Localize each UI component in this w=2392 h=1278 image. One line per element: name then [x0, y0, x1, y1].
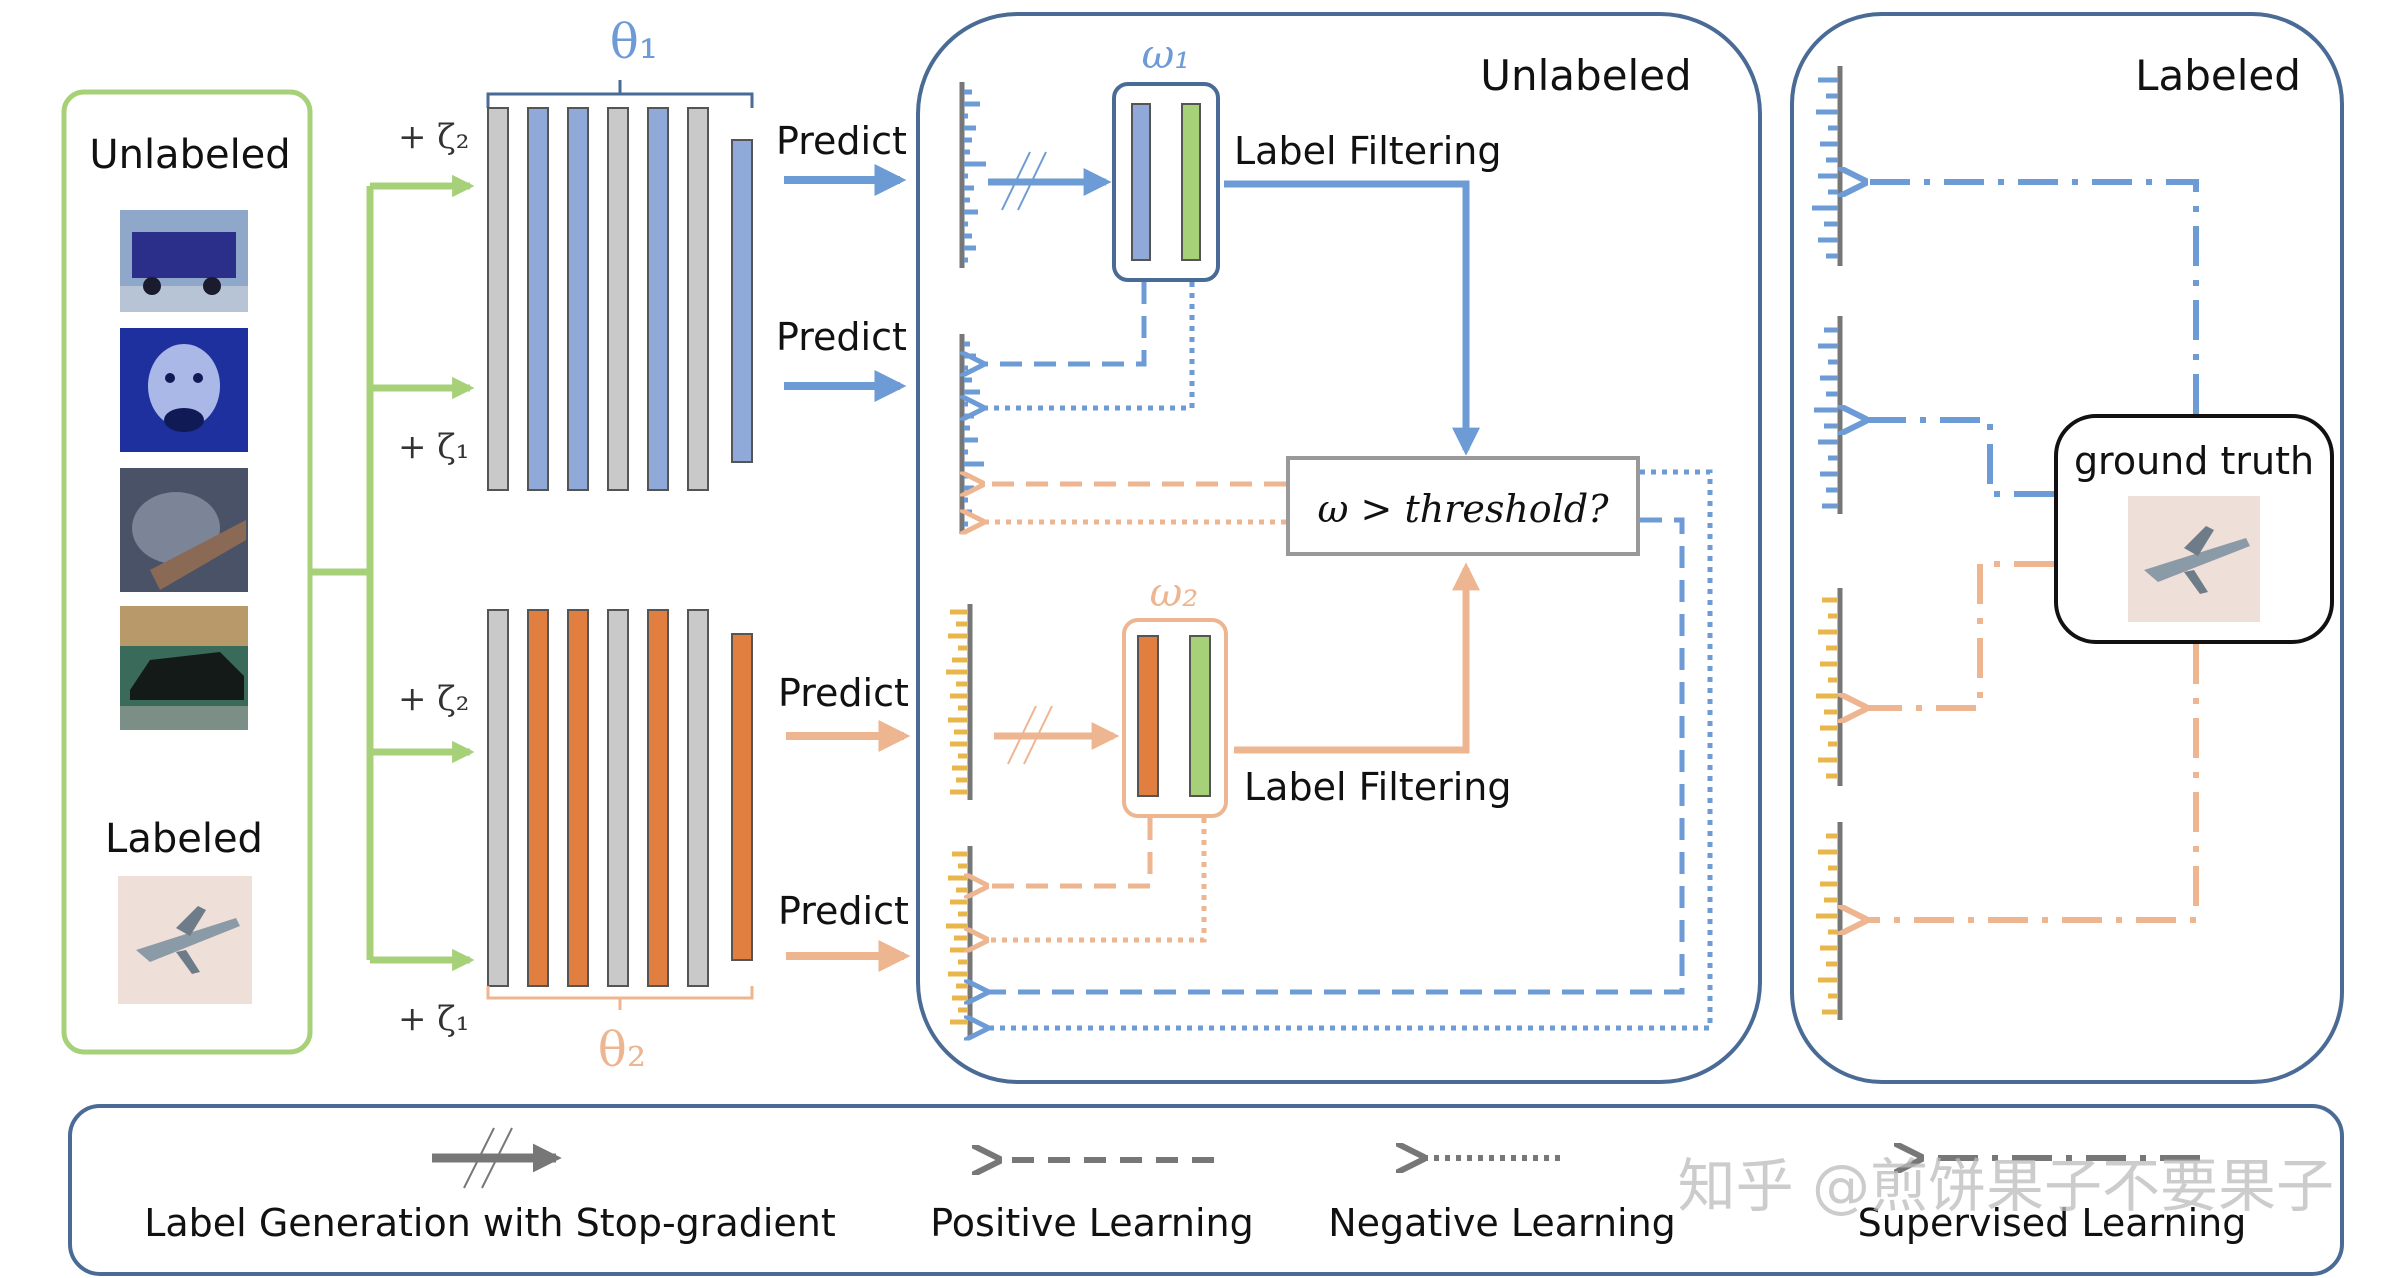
legend-item-positive: Positive Learning — [930, 1160, 1254, 1245]
filter-line-blue — [1224, 180, 1480, 456]
supervised-arrow-orange-2 — [1862, 644, 2199, 920]
threshold-negative-to-orange — [984, 469, 1713, 1028]
theta2-label: θ₂ — [598, 1022, 646, 1078]
hist-blue-1 — [959, 82, 986, 268]
theta2-brace — [486, 986, 754, 1010]
supervised-arrow-orange-1 — [1862, 561, 2054, 708]
legend: Label Generation with Stop-gradient Posi… — [68, 1104, 2344, 1276]
predict-label-3: Predict — [778, 671, 909, 715]
predict-label-4: Predict — [778, 889, 909, 933]
unlabeled-image-truck — [120, 210, 248, 312]
unlabeled-image-dog — [120, 328, 248, 452]
omega2-negative-feedback — [984, 818, 1207, 940]
omega2-box: ω₂ — [1122, 570, 1228, 818]
filter-line-orange — [1234, 562, 1480, 754]
omega2-label: ω₂ — [1150, 570, 1199, 616]
legend-label-negative: Negative Learning — [1328, 1201, 1676, 1245]
legend-label-supervised: Supervised Learning — [1858, 1201, 2247, 1245]
legend-item-supervised: Supervised Learning — [1858, 1158, 2247, 1245]
omega1-negative-feedback — [980, 282, 1195, 408]
legend-label-stopgrad: Label Generation with Stop-gradient — [144, 1201, 836, 1245]
threshold-positive-to-orange — [984, 517, 1685, 992]
legend-frame — [68, 1104, 2344, 1276]
hist-orange-2 — [946, 846, 973, 1036]
threshold-text: ω > threshold? — [1317, 487, 1609, 531]
labeled-image-airplane — [118, 876, 252, 1004]
labeled-panel-title: Labeled — [2135, 51, 2301, 100]
labeled-panel: Labeled — [1790, 12, 2344, 1084]
input-panel: Unlabeled Labeled — [61, 89, 313, 1055]
legend-label-positive: Positive Learning — [930, 1201, 1254, 1245]
labeled-hist-orange-1 — [1816, 588, 1843, 786]
threshold-box: ω > threshold? — [1286, 456, 1640, 556]
predict-label-2: Predict — [776, 315, 907, 359]
ground-truth-box: ground truth — [2054, 414, 2334, 644]
label-filtering-top: Label Filtering — [1234, 129, 1501, 173]
stopgrad-arrow-blue — [988, 151, 1112, 211]
omega2-positive-feedback — [984, 818, 1153, 886]
labeled-hist-blue-2 — [1814, 316, 1843, 514]
theta1-layers — [487, 107, 753, 491]
theta1-label: θ₁ — [610, 14, 658, 70]
unlabeled-panel-title: Unlabeled — [1480, 51, 1691, 100]
labeled-hist-blue-1 — [1812, 66, 1843, 266]
legend-item-negative: Negative Learning — [1328, 1158, 1676, 1245]
theta1-noise-bottom: + ζ₁ — [398, 427, 469, 467]
theta1-brace — [486, 80, 754, 108]
supervised-arrow-blue-2 — [1862, 420, 2054, 497]
watermark-text: 知乎 @煎饼果子不要果子 — [1678, 1152, 2334, 1220]
hist-orange-1 — [946, 604, 973, 800]
ground-truth-image-airplane — [2128, 496, 2260, 622]
labeled-hist-orange-2 — [1816, 822, 1843, 1020]
theta2-noise-bottom: + ζ₁ — [398, 999, 469, 1039]
theta2-layers — [487, 609, 753, 987]
input-distribution-arrows — [310, 174, 475, 972]
unlabeled-panel-frame — [916, 12, 1762, 1084]
predict-arrows: Predict Predict Predict Predict — [776, 119, 911, 972]
label-filtering-bottom: Label Filtering — [1244, 765, 1511, 809]
stopgrad-arrow-orange — [994, 705, 1120, 765]
theta2-noise-top: + ζ₂ — [398, 679, 469, 719]
network-theta1: θ₁ + ζ₂ + ζ₁ — [398, 14, 754, 491]
predict-label-1: Predict — [776, 119, 907, 163]
theta1-noise-top: + ζ₂ — [398, 117, 469, 157]
ground-truth-label: ground truth — [2074, 439, 2314, 483]
omega1-label: ω₁ — [1142, 32, 1191, 78]
omega1-box: ω₁ — [1112, 32, 1220, 282]
input-unlabeled-title: Unlabeled — [89, 132, 290, 178]
unlabeled-image-car — [120, 606, 248, 730]
network-theta2: + ζ₂ + ζ₁ θ₂ — [398, 609, 754, 1078]
labeled-panel-frame — [1790, 12, 2344, 1084]
unlabeled-panel: Unlabeled — [916, 12, 1762, 1084]
supervised-arrow-blue-1 — [1862, 182, 2199, 414]
unlabeled-image-cat — [120, 468, 248, 592]
omega1-positive-feedback — [980, 282, 1147, 364]
legend-item-stopgrad: Label Generation with Stop-gradient — [144, 1127, 836, 1245]
input-labeled-title: Labeled — [105, 816, 263, 862]
